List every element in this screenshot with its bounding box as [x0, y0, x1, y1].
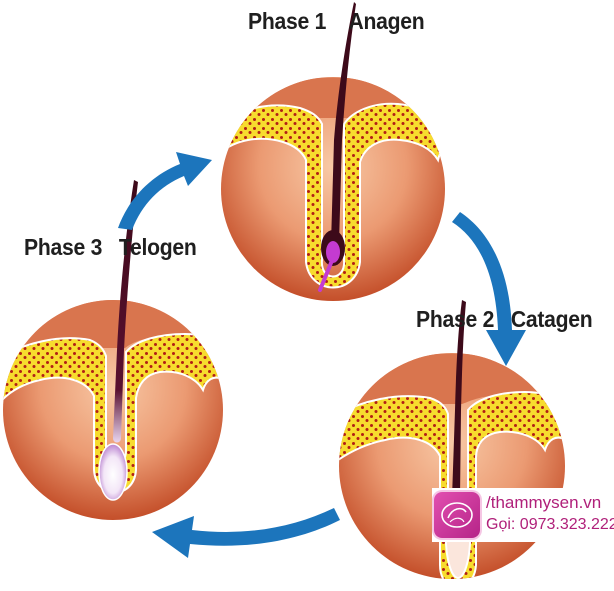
phase-1-label: Phase 1 Anagen [248, 8, 425, 35]
phase-2-label: Phase 2 Catagen [416, 306, 593, 333]
telogen-follicle [3, 180, 223, 520]
phase-number: Phase 1 [248, 8, 327, 34]
phase-number: Phase 2 [416, 306, 495, 332]
watermark-handle: /thammysen.vn [486, 493, 602, 512]
phase-name: Telogen [118, 234, 197, 260]
watermark: /thammysen.vn Gọi: 0973.323.222 [432, 488, 614, 542]
watermark-phone: Gọi: 0973.323.222 [486, 516, 614, 533]
sen-logo-icon [434, 492, 480, 538]
anagen-follicle [221, 2, 445, 301]
phase-name: Catagen [510, 306, 593, 332]
phase-number: Phase 3 [24, 234, 103, 260]
cycle-arrow-icon [152, 508, 340, 558]
cycle-arrow-icon [452, 212, 526, 366]
phase-name: Anagen [348, 8, 425, 34]
cycle-arrow-icon [118, 152, 212, 230]
catagen-follicle [339, 300, 565, 580]
phase-3-label: Phase 3 Telogen [24, 234, 197, 261]
